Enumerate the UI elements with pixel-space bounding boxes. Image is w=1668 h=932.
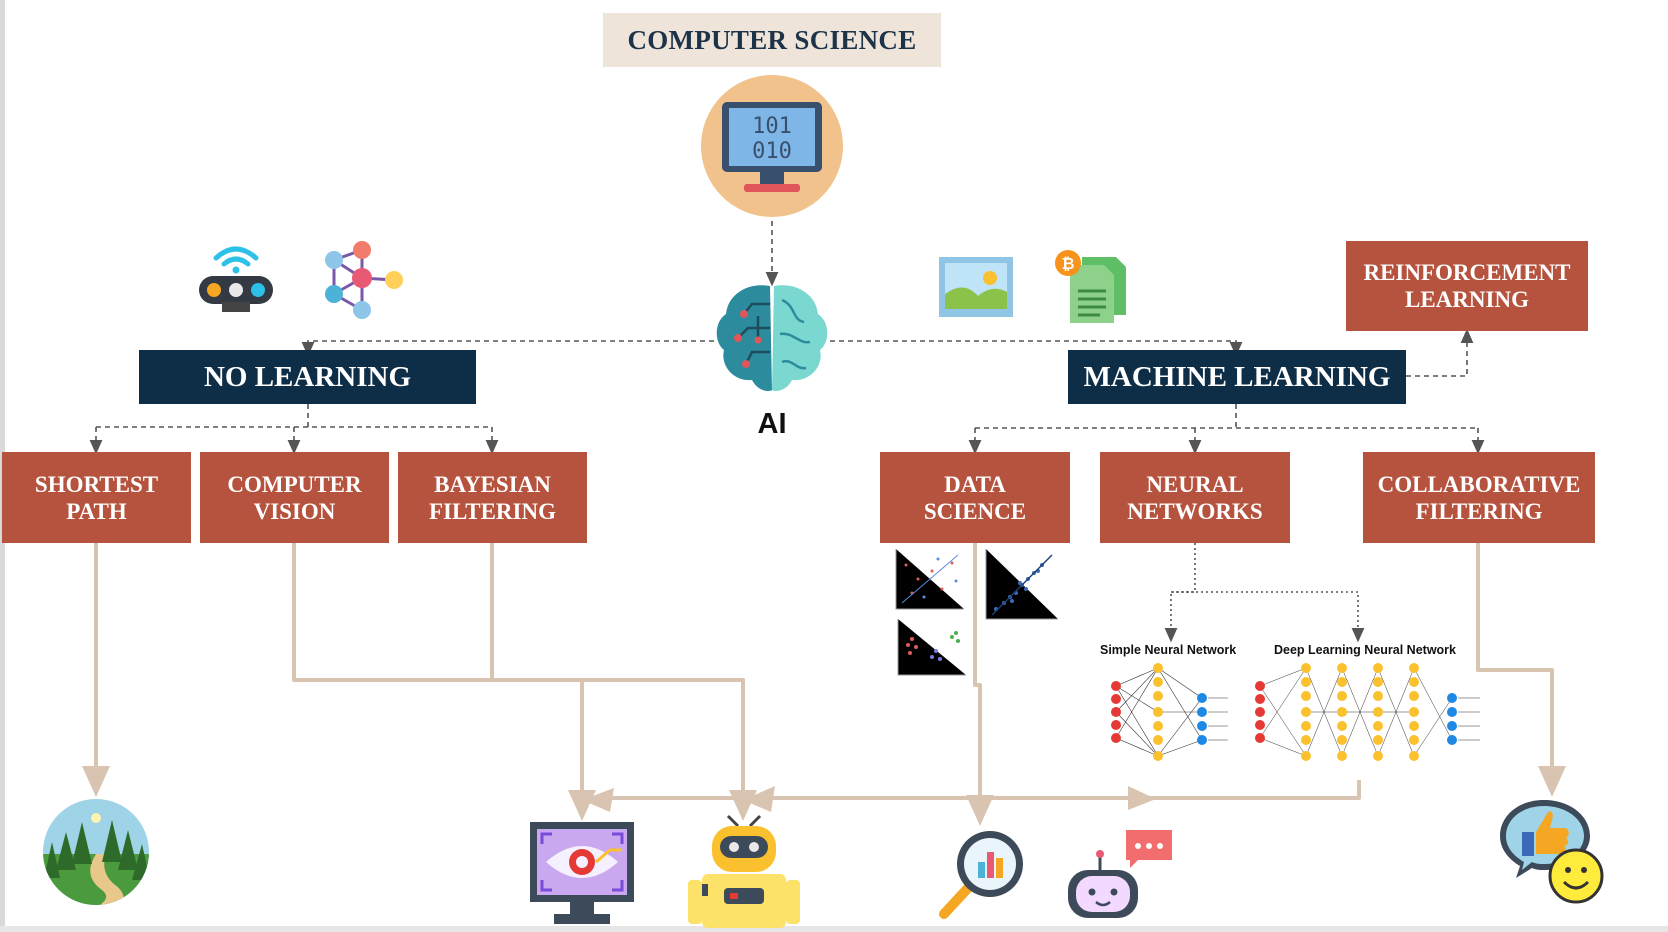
shortest-path-box: SHORTEST PATH [2,452,191,543]
link-ai-machine-learning [830,340,1243,357]
chatbot-icon [1064,826,1174,922]
svg-text:010: 010 [752,139,792,164]
path-vision-to-robot [292,543,745,800]
link-ml-bus [975,404,1478,429]
computer-science-title: COMPUTER SCIENCE [603,13,941,67]
computer-vision-box: COMPUTER VISION [200,452,389,543]
bayesian-filtering-box: BAYESIAN FILTERING [398,452,587,543]
network-graph-icon [320,238,406,322]
smart-speaker-icon [196,240,276,316]
thumbs-up-smiley-icon [1498,798,1604,906]
svg-text:101: 101 [752,114,792,139]
link-to-simple-nn [1164,543,1196,643]
magnifier-chart-icon [936,826,1028,922]
computer-binary-icon: 101 010 [700,74,844,218]
forest-path-icon [42,798,150,906]
path-nn-to-apps [600,780,1361,800]
path-datasci-to-magnifier [973,543,982,810]
deep-neural-network-icon [1254,662,1486,762]
bottom-edge-rule [0,926,1668,932]
svg-text:₿: ₿ [1061,254,1074,273]
simple-nn-label: Simple Neural Network [1100,643,1237,657]
path-collab-to-thumbs [1476,543,1554,778]
image-icon [938,256,1014,318]
ai-label: AI [757,408,787,440]
scatter-plots-icon [892,545,1062,679]
link-no-learning-bus [96,404,492,428]
link-to-deep-nn [1171,591,1365,643]
simple-neural-network-icon [1110,662,1234,762]
bitcoin-document-icon: ₿ [1052,249,1132,325]
link-ai-no-learning [301,340,714,357]
collaborative-filtering-box: COLLABORATIVE FILTERING [1363,452,1595,543]
data-science-box: DATA SCIENCE [880,452,1070,543]
link-ml-to-reinforcement [1406,328,1474,377]
neural-networks-box: NEURAL NETWORKS [1100,452,1290,543]
reinforcement-learning-box: REINFORCEMENT LEARNING [1346,241,1588,331]
deep-nn-label: Deep Learning Neural Network [1274,643,1456,657]
machine-learning-box: MACHINE LEARNING [1068,350,1406,404]
eye-monitor-icon [528,820,636,928]
brain-circuit-icon [712,280,832,398]
robot-icon [686,814,802,928]
no-learning-box: NO LEARNING [139,350,476,404]
